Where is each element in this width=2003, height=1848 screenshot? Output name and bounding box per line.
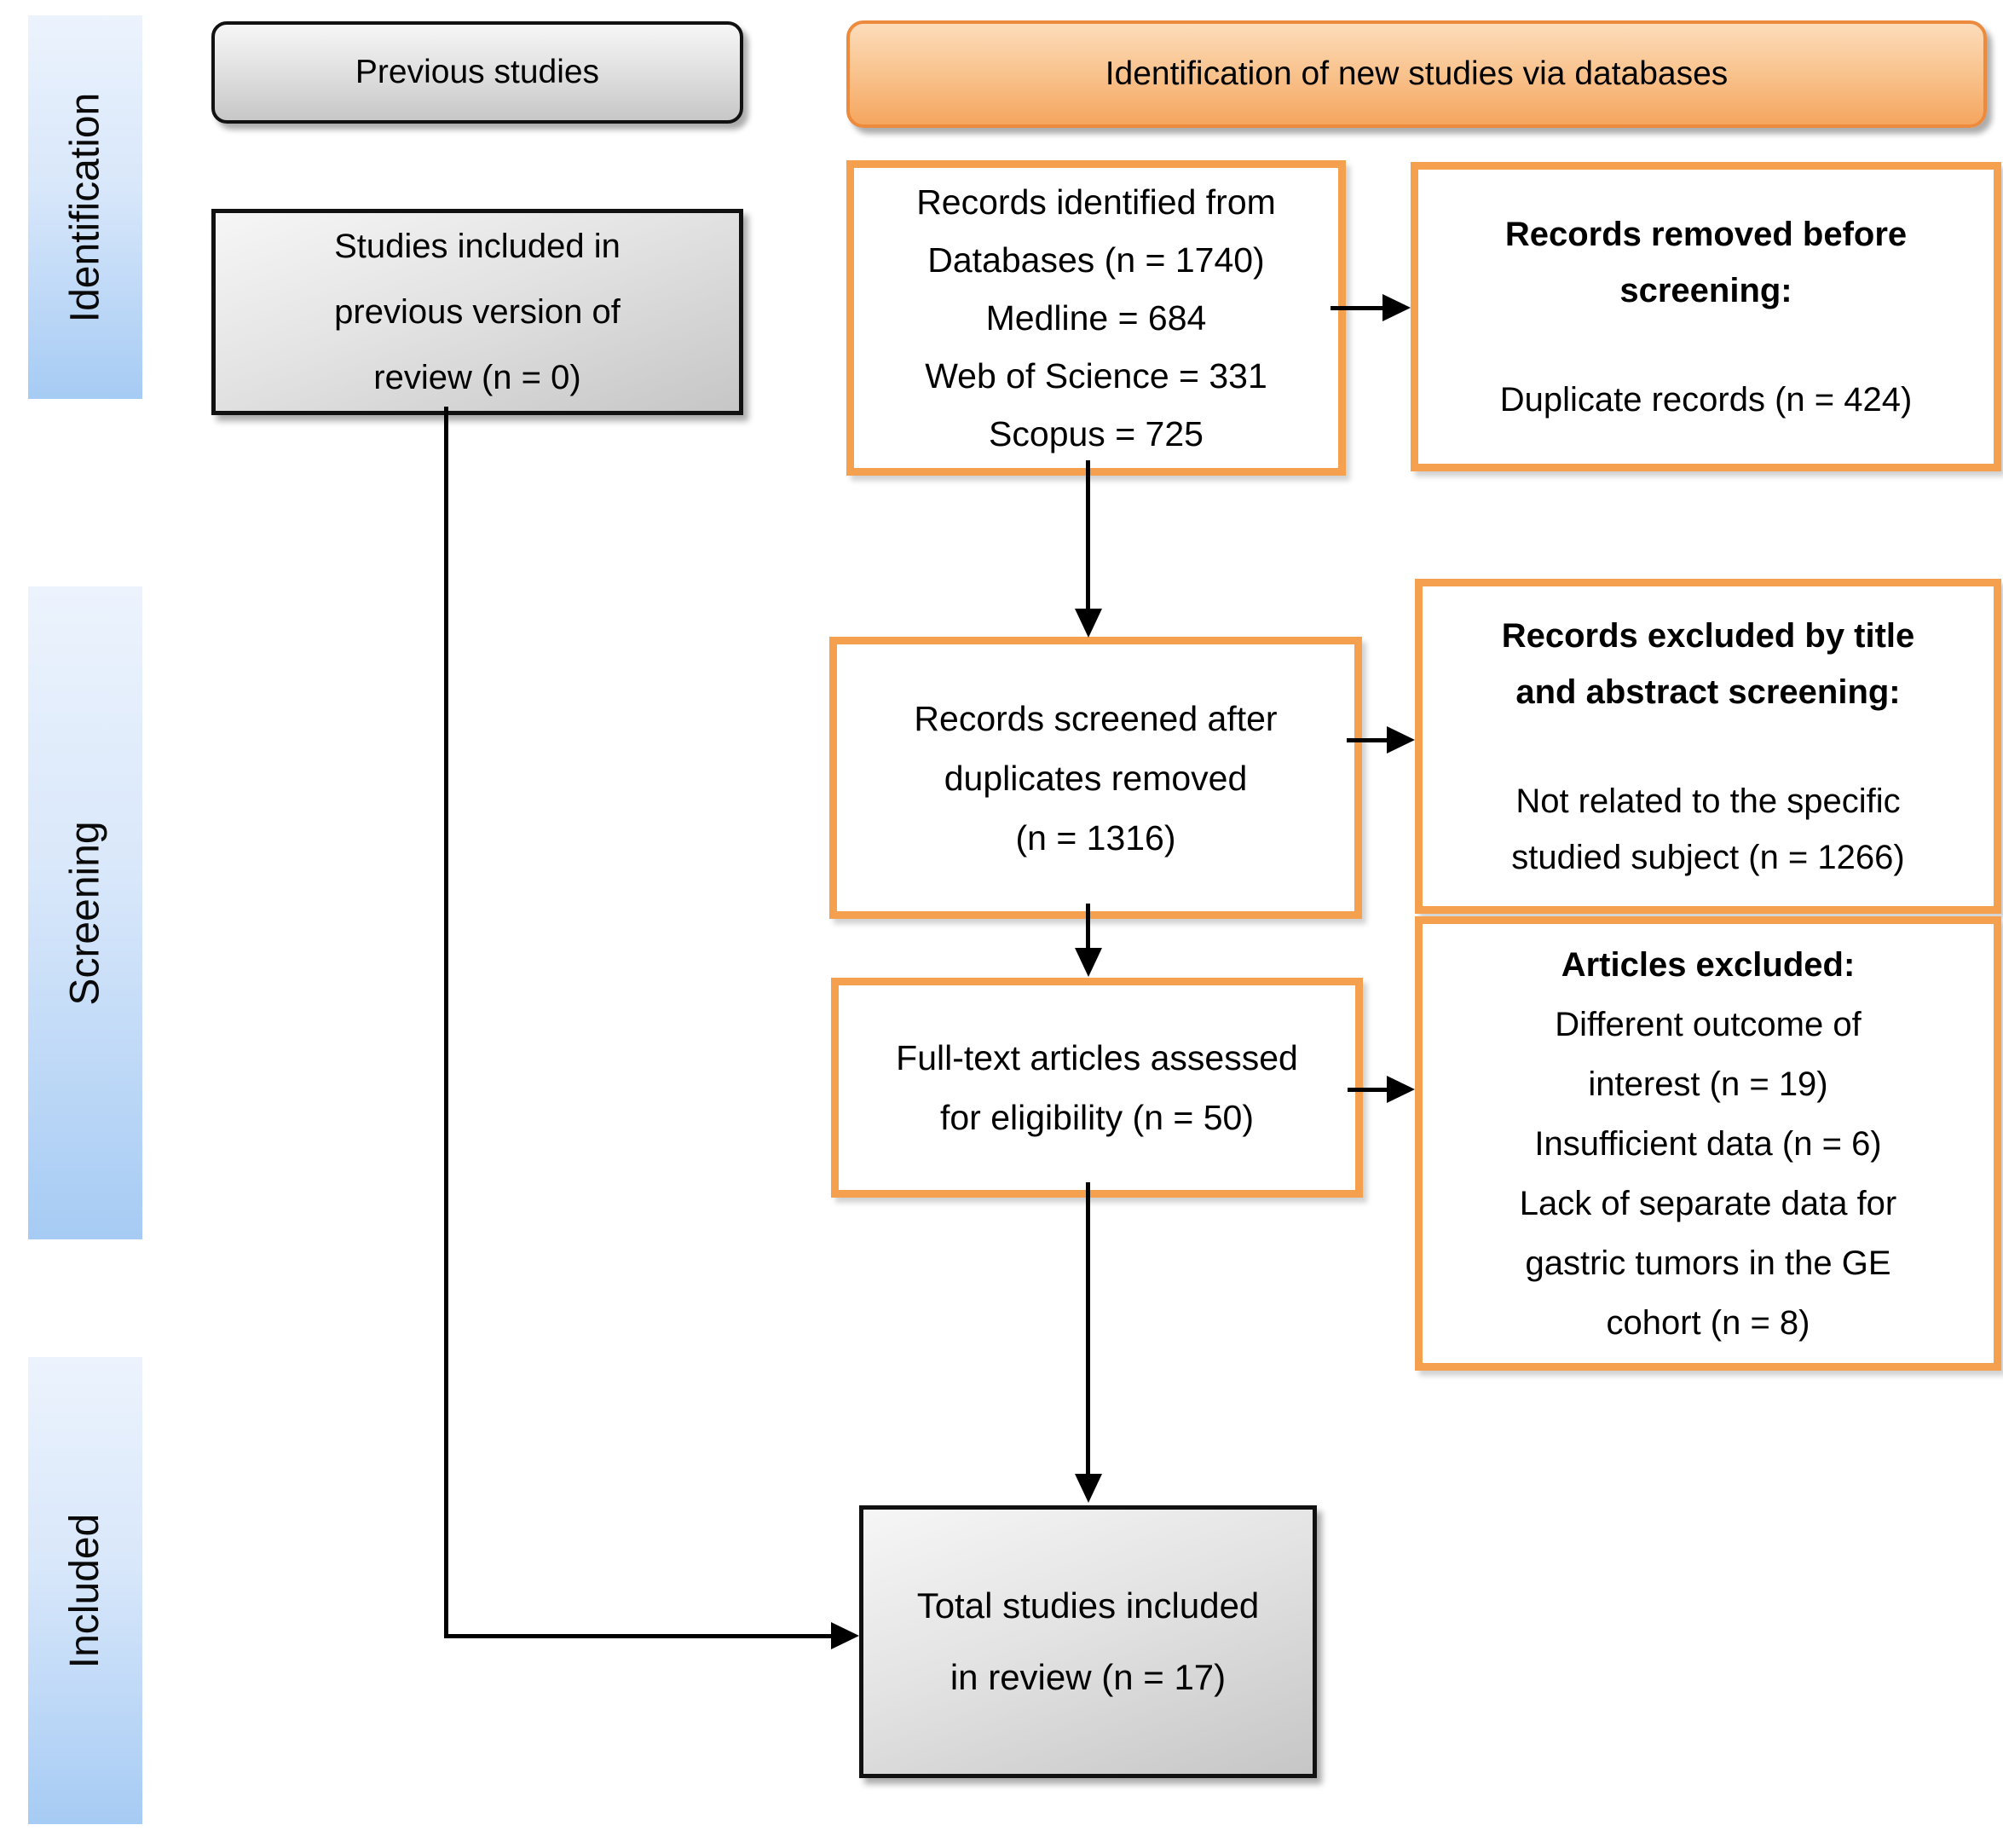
arrow-fulltext-to-total-line xyxy=(1086,1182,1090,1476)
band-screening-label: Screening xyxy=(62,820,108,1006)
band-included: Included xyxy=(28,1357,142,1824)
arrow-screened-to-fulltext-head xyxy=(1075,948,1102,977)
arrow-screened-to-excluded-head xyxy=(1387,726,1415,754)
arrow-previous-to-total-head xyxy=(831,1622,859,1649)
previous-studies-header: Previous studies xyxy=(211,21,743,124)
arrow-fulltext-to-excluded-head xyxy=(1387,1076,1415,1103)
arrow-fulltext-to-total-head xyxy=(1075,1474,1102,1503)
arrow-previous-to-total-vline xyxy=(444,407,448,1638)
arrow-screened-to-fulltext-line xyxy=(1086,904,1090,950)
previous-studies-header-label: Previous studies xyxy=(355,54,600,90)
records-removed-body: Duplicate records (n = 424) xyxy=(1499,380,1913,419)
band-identification-label: Identification xyxy=(62,92,108,322)
arrow-identified-to-removed-line xyxy=(1331,306,1383,310)
arrow-fulltext-to-excluded-line xyxy=(1348,1088,1388,1092)
arrow-identified-to-screened-line xyxy=(1086,460,1090,610)
band-included-label: Included xyxy=(62,1513,108,1668)
arrow-screened-to-excluded-line xyxy=(1347,738,1388,742)
band-screening: Screening xyxy=(28,586,142,1239)
arrow-identified-to-removed-head xyxy=(1382,294,1411,321)
arrow-identified-to-screened-head xyxy=(1075,609,1102,638)
new-studies-header: Identification of new studies via databa… xyxy=(846,20,1987,128)
articles-excluded-title: Articles excluded: xyxy=(1561,945,1856,984)
new-studies-header-label: Identification of new studies via databa… xyxy=(1105,55,1729,92)
arrow-previous-to-total-hline xyxy=(444,1634,833,1638)
band-identification: Identification xyxy=(28,15,142,399)
